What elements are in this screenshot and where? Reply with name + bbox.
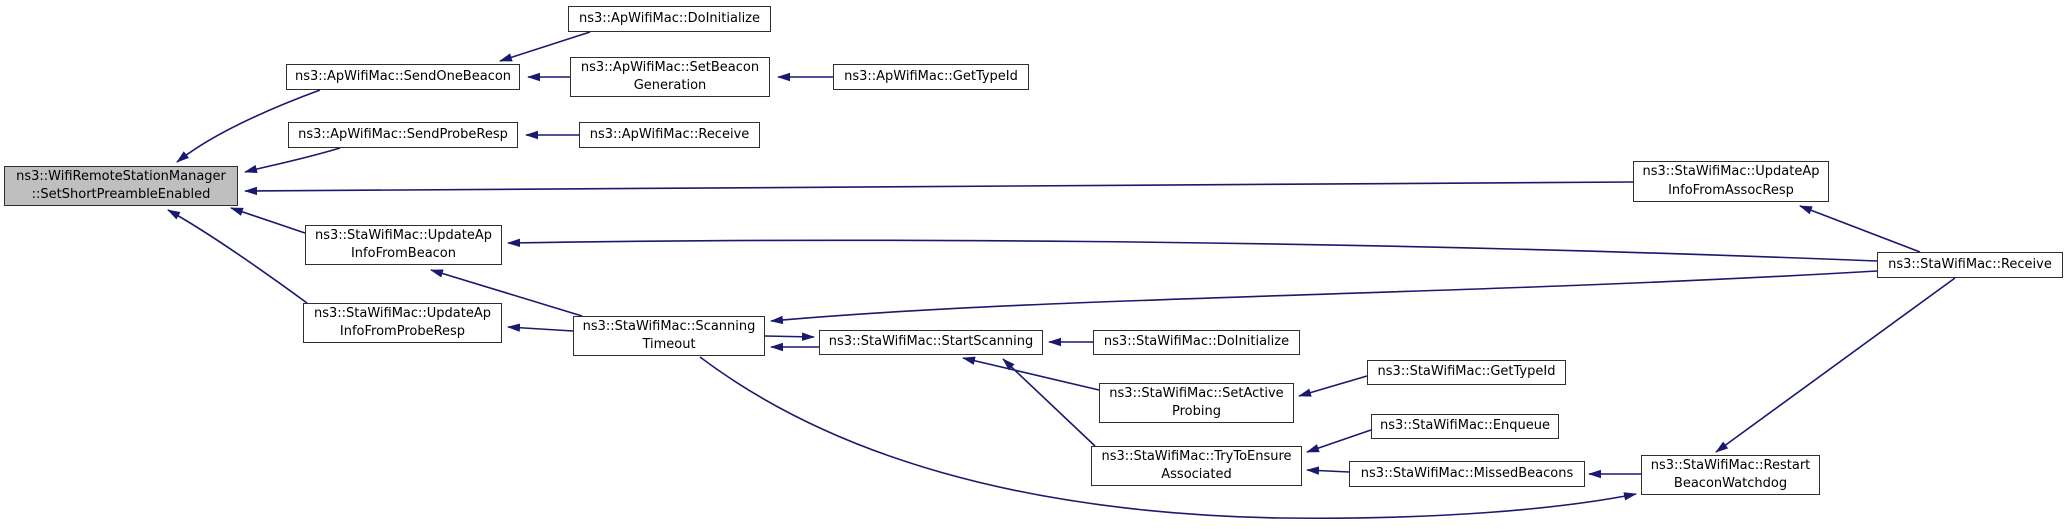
node-label-line: ns3::StaWifiMac::GetTypeId bbox=[1377, 364, 1556, 380]
node-sta-do-initialize[interactable]: ns3::StaWifiMac::DoInitialize bbox=[1093, 330, 1300, 355]
node-label-line: Probing bbox=[1172, 404, 1221, 419]
node-label-line: ns3::ApWifiMac::SetBeacon bbox=[580, 59, 760, 75]
node-ap-send-probe-resp[interactable]: ns3::ApWifiMac::SendProbeResp bbox=[288, 122, 518, 148]
node-label-line: ns3::StaWifiMac::TryToEnsure bbox=[1101, 448, 1292, 464]
node-label-line: ns3::StaWifiMac::UpdateAp bbox=[313, 305, 492, 321]
edge-sta-scanning-timeout-to-sta-probe-resp bbox=[507, 323, 574, 332]
edge-sta-assoc-resp-to-main bbox=[244, 181, 1634, 196]
edge-sta-get-type-id-to-sta-set-active-probing bbox=[1298, 375, 1368, 397]
node-label-line: ns3::ApWifiMac::SendOneBeacon bbox=[294, 68, 512, 84]
edge-sta-scanning-timeout-to-sta-start-scanning bbox=[764, 332, 815, 341]
edge-sta-beacon-to-main bbox=[230, 207, 306, 234]
edge-ap-do-initialize-to-ap-send-one-beacon bbox=[499, 31, 591, 62]
node-label-line: ns3::ApWifiMac::Receive bbox=[589, 126, 750, 142]
node-sta-enqueue[interactable]: ns3::StaWifiMac::Enqueue bbox=[1371, 414, 1559, 439]
node-label-line: ns3::ApWifiMac::DoInitialize bbox=[578, 10, 761, 26]
node-label-line: ::SetShortPreambleEnabled bbox=[31, 187, 211, 202]
edge-sta-receive-to-sta-scanning-timeout bbox=[770, 270, 1878, 325]
edge-sta-missed-beacons-to-sta-try-to-ensure bbox=[1306, 466, 1350, 475]
node-label-line: ns3::StaWifiMac::MissedBeacons bbox=[1360, 465, 1574, 481]
node-label-line: ns3::StaWifiMac::Restart bbox=[1650, 457, 1811, 473]
node-label-line: ns3::StaWifiMac::Receive bbox=[1888, 256, 2052, 272]
node-sta-start-scanning[interactable]: ns3::StaWifiMac::StartScanning bbox=[819, 330, 1043, 355]
node-label-line: ns3::StaWifiMac::DoInitialize bbox=[1103, 334, 1290, 350]
node-label-line: ns3::StaWifiMac::Scanning bbox=[582, 318, 756, 334]
node-label-line: InfoFromAssocResp bbox=[1668, 182, 1794, 198]
edge-sta-receive-to-sta-beacon bbox=[507, 238, 1878, 262]
node-set-short-preamble-enabled[interactable]: ns3::WifiRemoteStationManager::SetShortP… bbox=[4, 166, 238, 206]
node-label-line: Associated bbox=[1161, 467, 1232, 482]
node-label-line: ns3::StaWifiMac::SetActive bbox=[1109, 385, 1284, 401]
edge-sta-enqueue-to-sta-try-to-ensure bbox=[1306, 429, 1372, 453]
node-label-line: Generation bbox=[633, 78, 707, 93]
node-label-line: ns3::ApWifiMac::GetTypeId bbox=[844, 68, 1018, 84]
node-label-line: ns3::ApWifiMac::SendProbeResp bbox=[298, 126, 508, 142]
node-label-line: BeaconWatchdog bbox=[1673, 476, 1788, 491]
edge-sta-scanning-timeout-to-sta-beacon bbox=[430, 269, 583, 317]
node-label-line: ns3::WifiRemoteStationManager bbox=[16, 168, 226, 184]
edge-sta-receive-to-sta-restart-beacon-watchdog bbox=[1715, 277, 1956, 453]
node-label-line: ns3::StaWifiMac::Enqueue bbox=[1380, 418, 1550, 434]
edge-ap-send-probe-resp-to-main bbox=[244, 147, 341, 174]
node-sta-missed-beacons[interactable]: ns3::StaWifiMac::MissedBeacons bbox=[1349, 461, 1585, 487]
edge-sta-set-active-probing-to-sta-start-scanning bbox=[962, 356, 1100, 391]
edge-ap-send-one-beacon-to-main bbox=[176, 89, 321, 163]
edge-sta-scanning-timeout-to-sta-restart-watchdog bbox=[699, 356, 1637, 520]
edge-sta-receive-to-sta-assoc-resp bbox=[1799, 205, 1921, 253]
node-label-line: ns3::StaWifiMac::UpdateAp bbox=[1642, 164, 1820, 179]
node-label-line: ns3::StaWifiMac::UpdateAp bbox=[314, 227, 493, 243]
node-ap-send-one-beacon[interactable]: ns3::ApWifiMac::SendOneBeacon bbox=[286, 64, 520, 90]
node-label-line: InfoFromBeacon bbox=[350, 246, 457, 261]
node-ap-do-initialize[interactable]: ns3::ApWifiMac::DoInitialize bbox=[568, 6, 771, 32]
node-ap-receive[interactable]: ns3::ApWifiMac::Receive bbox=[579, 122, 760, 148]
node-label-line: ns3::StaWifiMac::StartScanning bbox=[828, 334, 1034, 350]
node-sta-get-type-id[interactable]: ns3::StaWifiMac::GetTypeId bbox=[1367, 360, 1566, 385]
edge-sta-try-to-ensure-to-sta-start-scanning bbox=[1002, 358, 1096, 447]
node-sta-receive[interactable]: ns3::StaWifiMac::Receive bbox=[1877, 252, 2063, 278]
node-ap-get-type-id[interactable]: ns3::ApWifiMac::GetTypeId bbox=[833, 64, 1029, 90]
node-label-line: Timeout bbox=[642, 337, 696, 352]
node-label-line: InfoFromProbeResp bbox=[339, 324, 466, 339]
edge-sta-probe-resp-to-main bbox=[167, 209, 308, 304]
